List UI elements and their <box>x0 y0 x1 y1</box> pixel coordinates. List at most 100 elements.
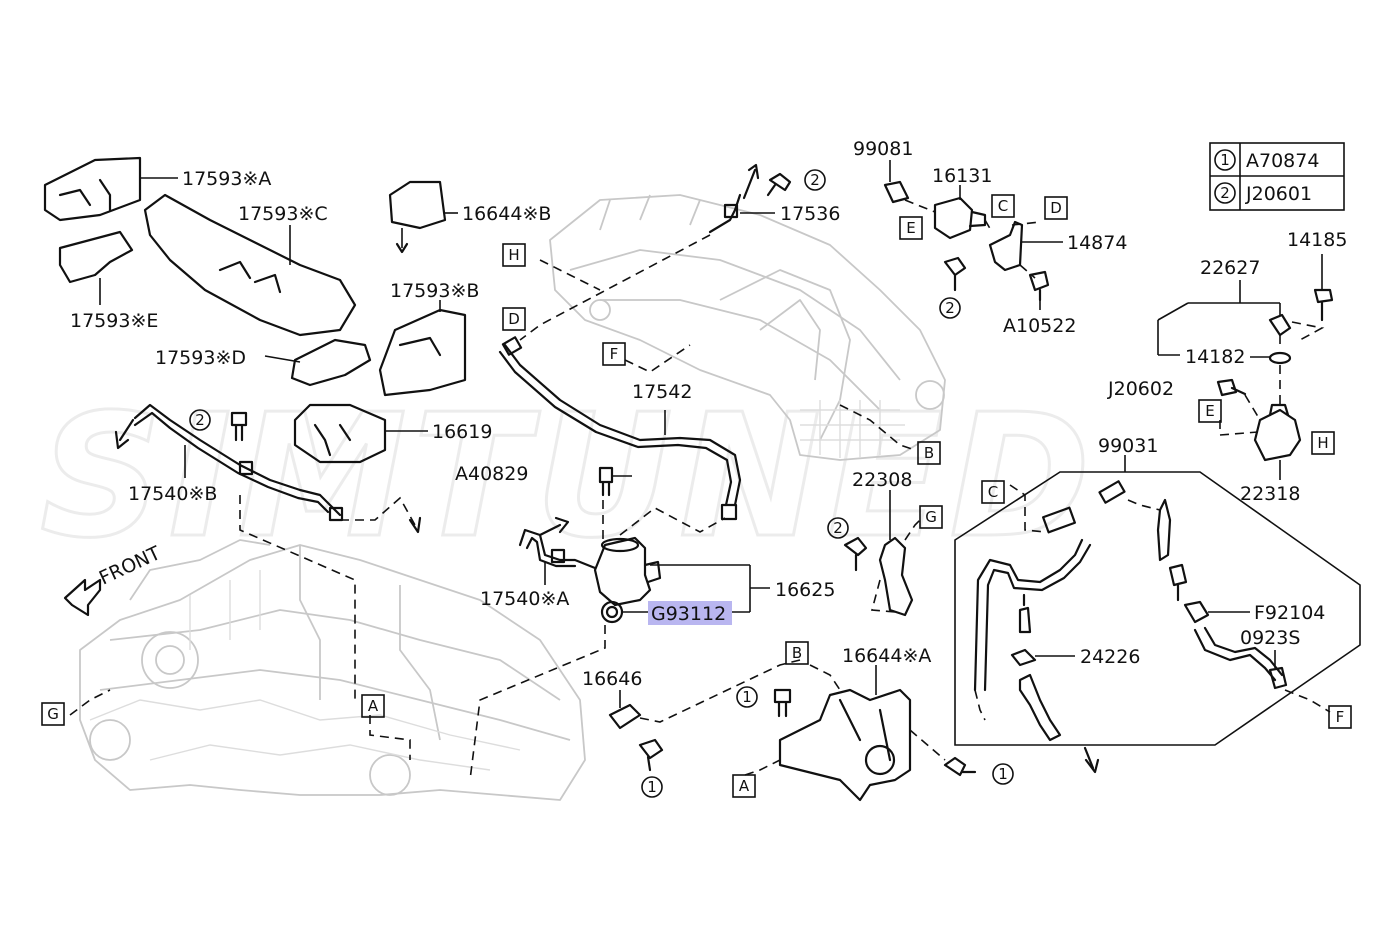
label-16625: 16625 <box>775 579 835 601</box>
label-a40829: A40829 <box>455 463 528 485</box>
leader-hose-bottom <box>974 689 986 721</box>
canister-22318 <box>1253 403 1302 480</box>
ref-box-c1: C <box>991 194 1015 218</box>
leader-b1 <box>839 404 916 451</box>
bracket-16644a <box>736 665 1014 802</box>
leader-j20602 <box>1244 394 1261 421</box>
hose-22627 <box>1157 280 1292 356</box>
leader-17536-pipe <box>519 234 711 341</box>
heat-shield-17593d <box>264 338 372 387</box>
marker-m4: 2 <box>833 519 843 537</box>
leader-hose-top <box>1127 499 1161 511</box>
bolt-marker-2-left <box>189 409 248 442</box>
marker-m3: 2 <box>945 299 955 317</box>
ref-box-g1: G <box>919 505 943 529</box>
label-14182: 14182 <box>1185 346 1245 368</box>
label-16131: 16131 <box>932 165 992 187</box>
leader-engine-left <box>239 495 356 700</box>
intake-manifold-ghost <box>549 194 946 461</box>
svg-text:C: C <box>988 483 998 501</box>
label-24226: 24226 <box>1080 646 1140 668</box>
leader-valve-engine <box>469 625 606 781</box>
leader-17540b-arrow <box>340 496 416 526</box>
label-17542: 17542 <box>632 381 692 403</box>
marker-m2: 2 <box>810 171 820 189</box>
svg-text:A: A <box>739 777 750 795</box>
label-22627: 22627 <box>1200 257 1260 279</box>
legend-marker-1: 1 <box>1220 151 1230 169</box>
svg-text:F: F <box>610 345 619 363</box>
label-99031: 99031 <box>1098 435 1158 457</box>
pipe-17536 <box>708 163 826 234</box>
bracket-14874 <box>939 220 1063 319</box>
sensor-16131 <box>933 185 987 240</box>
watermark-text: SIMTUNED <box>40 378 1096 576</box>
label-16619: 16619 <box>432 421 492 443</box>
leader-hose-c <box>1009 484 1046 533</box>
ref-box-b1: B <box>917 441 941 465</box>
legend-code-1: A70874 <box>1246 150 1319 172</box>
svg-text:H: H <box>1317 434 1328 452</box>
bracket-16644b <box>388 180 458 254</box>
cover-16619 <box>293 403 428 464</box>
svg-text:D: D <box>508 310 520 328</box>
svg-text:G: G <box>925 508 937 526</box>
leader-h1 <box>539 259 601 291</box>
valve-16625 <box>593 466 770 624</box>
heat-shield-17593a <box>43 156 178 222</box>
arrow-17540b <box>408 516 422 534</box>
highlight-g93112 <box>648 601 732 625</box>
leader-valve-pipe <box>619 507 726 536</box>
ref-box-f2: F <box>1328 705 1352 729</box>
label-a10522: A10522 <box>1003 315 1076 337</box>
ref-box-e1: E <box>899 216 923 240</box>
label-22318: 22318 <box>1240 483 1300 505</box>
label-17593b: 17593※B <box>390 280 479 302</box>
hose-kit-99031 <box>954 455 1361 774</box>
ref-box-d1: D <box>502 307 526 331</box>
label-16646: 16646 <box>582 668 642 690</box>
marker-m7: 1 <box>647 778 657 796</box>
svg-text:C: C <box>998 197 1008 215</box>
leader-16644a-a <box>744 759 781 776</box>
heat-shield-17593b <box>378 300 467 397</box>
ref-box-f1: F <box>602 342 626 366</box>
label-0923s: 0923S <box>1240 627 1300 649</box>
leader-g2 <box>69 689 111 716</box>
label-16644b: 16644※B <box>462 203 551 225</box>
bolt-14185 <box>1313 254 1334 322</box>
svg-text:A: A <box>368 697 379 715</box>
label-17540a: 17540※A <box>480 588 569 610</box>
pipe-17542 <box>498 336 742 521</box>
svg-text:E: E <box>1205 402 1214 420</box>
ref-box-a2: A <box>732 774 756 798</box>
ref-box-h2: H <box>1311 431 1335 455</box>
legend-code-2: J20601 <box>1245 183 1312 205</box>
front-arrow <box>63 578 102 617</box>
leader-99081 <box>904 199 936 213</box>
label-14185: 14185 <box>1287 229 1347 251</box>
leader-hose-f <box>1284 689 1331 713</box>
label-j20602: J20602 <box>1107 378 1174 400</box>
leader-16644a <box>809 664 946 761</box>
leader-22318-e <box>1219 420 1259 436</box>
marker-m1: 2 <box>195 411 205 429</box>
svg-text:B: B <box>792 644 802 662</box>
label-17536: 17536 <box>780 203 840 225</box>
label-99081: 99081 <box>853 138 913 160</box>
ref-box-c2: C <box>981 480 1005 504</box>
ref-box-a1: A <box>361 694 385 718</box>
ref-box-h1: H <box>502 243 526 267</box>
label-g93112[interactable]: G93112 <box>651 603 726 625</box>
svg-text:F: F <box>1336 708 1345 726</box>
marker-m5: 1 <box>742 688 752 706</box>
pipe-17540b <box>114 403 344 522</box>
marker-m6: 1 <box>998 765 1008 783</box>
label-17593e: 17593※E <box>70 310 158 332</box>
label-14874: 14874 <box>1067 232 1127 254</box>
bracket-16646 <box>608 690 664 798</box>
svg-text:G: G <box>47 705 59 723</box>
svg-text:D: D <box>1050 199 1062 217</box>
leader-22308 <box>870 519 921 613</box>
